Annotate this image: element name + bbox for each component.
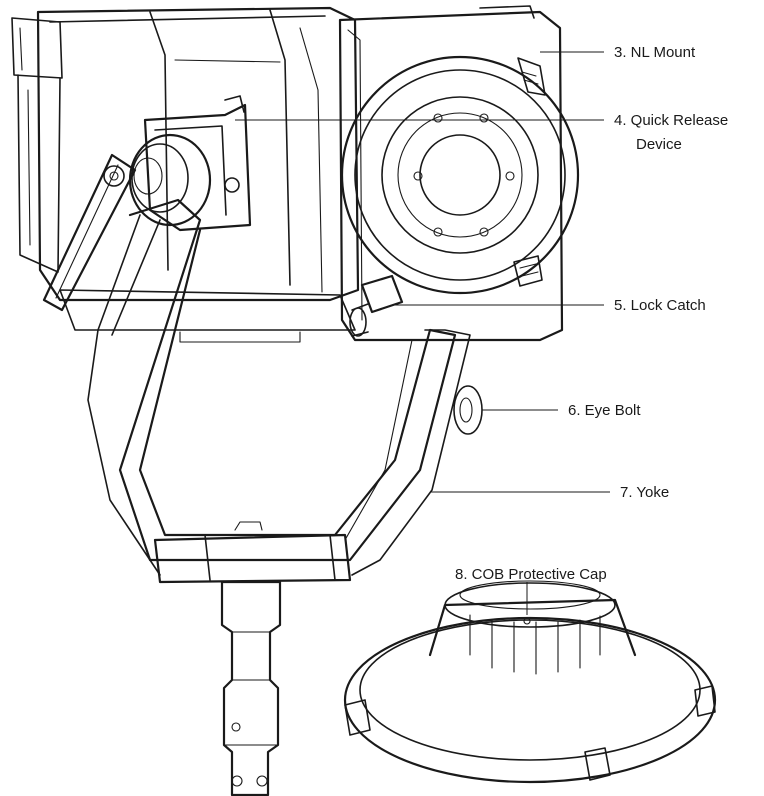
eye-bolt-part xyxy=(453,385,483,435)
callout-lock-catch: 5. Lock Catch xyxy=(614,297,706,314)
spigot-part xyxy=(220,580,282,796)
callout-yoke: 7. Yoke xyxy=(620,484,669,501)
cob-cap-part xyxy=(343,580,717,784)
callout-cob-cap: 8. COB Protective Cap xyxy=(455,566,607,583)
mount-screw-icon xyxy=(433,113,443,123)
lock-catch-part xyxy=(349,274,404,337)
callout-quick-release: 4. Quick Release xyxy=(614,112,728,129)
mount-screw-icon xyxy=(505,171,515,181)
nl-mount-ring xyxy=(340,55,580,295)
clamp-lever xyxy=(42,153,137,312)
yoke-part xyxy=(87,198,471,584)
mount-screw-icon xyxy=(413,171,423,181)
mount-screw-icon xyxy=(479,113,489,123)
callout-nl-mount: 3. NL Mount xyxy=(614,44,696,61)
light-housing xyxy=(11,5,564,343)
callout-eye-bolt: 6. Eye Bolt xyxy=(568,402,641,419)
callout-quick-release-line2: Device xyxy=(636,136,682,153)
mount-screw-icon xyxy=(479,227,489,237)
mount-screw-icon xyxy=(433,227,443,237)
quick-release-part xyxy=(128,95,252,232)
